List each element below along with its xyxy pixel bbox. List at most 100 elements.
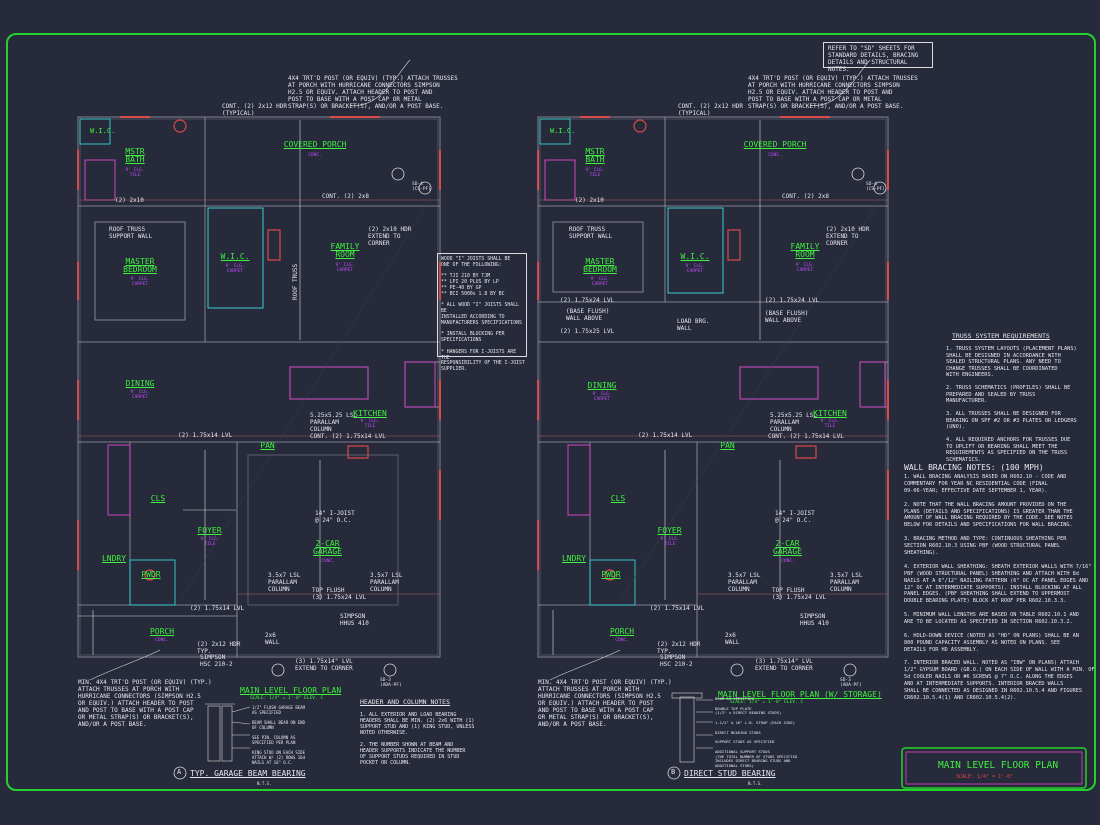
title-block-title: MAIN LEVEL FLOOR PLAN [938, 760, 1059, 771]
dining-sub: 9' CLG. CARPET [130, 390, 150, 400]
plan-b-simpson: SIMPSON HHUS 410 [800, 613, 829, 627]
plan-b-room-covered-porch: COVERED PORCH [743, 140, 807, 149]
detail-b-labels: BEAM AS SPECIFIED DOUBLE TOP PLATE (1/2"… [715, 696, 798, 769]
plan-b-kitchen-sub: 9' CLG. TILE [820, 419, 840, 429]
plan-b-roof-truss-support: ROOF TRUSS SUPPORT WALL [569, 226, 613, 240]
plan-b-sd3: SD-3 (ADA-PF) [840, 678, 862, 688]
plan-b-title: MAIN LEVEL FLOOR PLAN (W/ STORAGE) [718, 690, 882, 699]
i-joist-text: WOOD "I" JOISTS SHALL BE ONE OF THE FOLL… [441, 257, 525, 373]
truss-notes-title: TRUSS SYSTEM REQUIREMENTS [952, 332, 1050, 340]
plan-b-cont-2x8: CONT. (2) 2x8 [782, 193, 829, 200]
plan-b-porch-sub: CONC. [615, 638, 629, 643]
plan-b-covered-porch-sub: CONC. [768, 153, 782, 158]
kitchen-sub: 9' CLG. TILE [360, 419, 380, 429]
plan-a-lvl-2: (2) 1.75x14 LVL [190, 605, 245, 612]
detail-a-labels: 1/2" FLUSH GARAGE BEAM AS SPECIFIED BEAM… [252, 705, 305, 765]
room-porch: PORCH [149, 627, 175, 636]
plan-b-room-pan: PAN [720, 441, 735, 450]
header-notes-title: HEADER AND COLUMN NOTES [360, 698, 451, 706]
plan-b-hdr-2x10: (2) 2x10 [575, 197, 604, 204]
sheet-border [6, 33, 1096, 791]
detail-a-scale: N.T.S. [257, 781, 272, 786]
refer-sd-text: REFER TO "SD" SHEETS FOR STANDARD DETAIL… [828, 45, 919, 73]
plan-a-scale: SCALE: 1/4" = 1'-0" ELEV. C [250, 696, 324, 701]
room-covered-porch: COVERED PORCH [283, 140, 347, 149]
plan-a-cont-hdr: CONT. (2) 2x12 HDR (TYPICAL) [222, 103, 288, 117]
plan-b-top-flush: TOP FLUSH (3) 1.75x24 LVL [772, 587, 827, 601]
plan-b-room-lndry: LNDRY [561, 554, 587, 563]
plan-b-cont-hdr: CONT. (2) 2x12 HDR (TYPICAL) [678, 103, 744, 117]
plan-b-i-joist: 14" I-JOIST @ 24" O.C. [775, 510, 815, 524]
foyer-sub: 9' CLG. TILE [200, 537, 220, 547]
room-garage: 2-CAR GARAGE [313, 539, 342, 556]
header-notes-body: 1. ALL EXTERIOR AND LOAD BEARING HEADERS… [360, 712, 475, 766]
refer-sd-note: REFER TO "SD" SHEETS FOR STANDARD DETAIL… [823, 42, 933, 73]
plan-b-room-walk-in: W.I.C. [680, 252, 710, 261]
plan-b-hdr-extend: (2) 2x10 HDR EXTEND TO CORNER [826, 226, 870, 247]
plan-a-hdr-2x10: (2) 2x10 [115, 197, 144, 204]
plan-a-lvl-bottom: (3) 1.75x14" LVL EXTEND TO CORNER [295, 658, 353, 672]
plan-a-roof-truss-support: ROOF TRUSS SUPPORT WALL [109, 226, 153, 240]
plan-b-garage-sub: CONC. [781, 559, 795, 564]
plan-b-base-flush2: (BASE FLUSH) WALL ABOVE [765, 310, 809, 324]
plan-b-room-mstr-bath: MSTR BATH [585, 147, 605, 164]
plan-b-lvl-24: (2) 1.75x24 LVL [560, 297, 615, 304]
plan-a-cont-2x8: CONT. (2) 2x8 [322, 193, 369, 200]
room-foyer: FOYER [197, 526, 222, 535]
plan-a-bottom-note: MIN. 4X4 TRT'D POST (OR EQUIV) (TYP.) AT… [78, 679, 212, 728]
plan-b-room-wic-small: W.I.C. [550, 127, 576, 135]
plan-a-i-joist: 14" I-JOIST @ 24" O.C. [315, 510, 355, 524]
plan-a-garage-col2: 3.5x7 LSL PARALLAM COLUMN [370, 572, 403, 593]
plan-a-garage-col1: 3.5x7 LSL PARALLAM COLUMN [268, 572, 301, 593]
room-wic-small: W.I.C. [90, 127, 116, 135]
plan-b-lvl-25: (2) 1.75x25 LVL [560, 328, 615, 335]
plan-a-wall-2x6: 2x6 WALL [265, 632, 280, 646]
plan-a-sd4: SD-4 (CS-PF) [412, 182, 431, 192]
plan-b-room-foyer: FOYER [657, 526, 682, 535]
plan-a-hdr-2x12: (2) 2x12 HDR TYP. [197, 641, 241, 655]
detail-a-title: TYP. GARAGE BEAM BEARING [190, 769, 306, 778]
room-master-bedroom: MASTER BEDROOM [123, 257, 157, 274]
plan-a-lsl-col: 5.25x5.25 LSL PARALLAM COLUMN [310, 412, 357, 433]
plan-b-lsl-col: 5.25x5.25 LSL PARALLAM COLUMN [770, 412, 817, 433]
plan-b-scale: SCALE: 1/4" = 1'-0" ELEV. C [730, 700, 804, 705]
plan-b-hdr-2x12: (2) 2x12 HDR TYP. [657, 641, 701, 655]
plan-b-sd4: SD-4 (CS-PF) [866, 182, 885, 192]
plan-b-lvl-2: (2) 1.75x14 LVL [650, 605, 705, 612]
plan-a-simpson2: SIMPSON HSC 210-2 [200, 654, 233, 668]
room-dining: DINING [125, 379, 155, 388]
detail-b-tag: B [671, 768, 676, 776]
plan-b-mstr-bath-sub: 9' CLG. TILE [585, 168, 605, 178]
plan-b-room-kitchen: KITCHEN [813, 409, 847, 418]
plan-a-hdr-extend: (2) 2x10 HDR EXTEND TO CORNER [368, 226, 412, 247]
plan-a-cont-lvl: CONT. (2) 1.75x14 LVL [310, 433, 386, 440]
plan-b-room-master-bedroom: MASTER BEDROOM [583, 257, 617, 274]
plan-a-top-flush: TOP FLUSH (3) 1.75x24 LVL [312, 587, 367, 601]
covered-porch-sub: CONC. [308, 153, 322, 158]
plan-b-master-bedroom-sub: 9' CLG. CARPET [590, 277, 610, 287]
room-pan: PAN [260, 441, 275, 450]
plan-b-base-flush: (BASE FLUSH) WALL ABOVE [566, 308, 610, 322]
plan-b-walk-in-sub: 9' CLG. CARPET [685, 264, 705, 274]
plan-b-porch-note: 4X4 TRT'D POST (OR EQUIV) (TYP.) ATTACH … [748, 75, 918, 110]
plan-b-room-cls: CLS [610, 494, 626, 503]
plan-b-family-sub: 9' CLG. CARPET [795, 263, 815, 273]
plan-b-room-garage: 2-CAR GARAGE [773, 539, 802, 556]
plan-b-room-pwdr: PWDR [601, 570, 621, 579]
room-family: FAMILY ROOM [330, 242, 360, 259]
plan-b-garage-col2: 3.5x7 LSL PARALLAM COLUMN [830, 572, 863, 593]
i-joist-box: WOOD "I" JOISTS SHALL BE ONE OF THE FOLL… [437, 253, 527, 372]
detail-b-scale: N.T.S. [748, 781, 763, 786]
plan-b-dining-sub: 9' CLG. CARPET [592, 392, 612, 402]
plan-a-simpson: SIMPSON HHUS 410 [340, 613, 369, 627]
plan-b-garage-col1: 3.5x7 LSL PARALLAM COLUMN [728, 572, 761, 593]
mstr-bath-sub: 9' CLG. TILE [125, 168, 145, 178]
plan-a-sd3: SD-3 (ADA-PF) [380, 678, 402, 688]
plan-b-room-dining: DINING [587, 381, 617, 390]
plan-b-simpson2: SIMPSON HSC 210-2 [660, 654, 693, 668]
family-sub: 9' CLG. CARPET [335, 263, 355, 273]
wall-notes-title: WALL BRACING NOTES: (100 MPH) [904, 463, 1044, 472]
plan-b-bottom-note: MIN. 4X4 TRT'D POST (OR EQUIV) (TYP.) AT… [538, 679, 672, 728]
room-kitchen: KITCHEN [353, 409, 387, 418]
